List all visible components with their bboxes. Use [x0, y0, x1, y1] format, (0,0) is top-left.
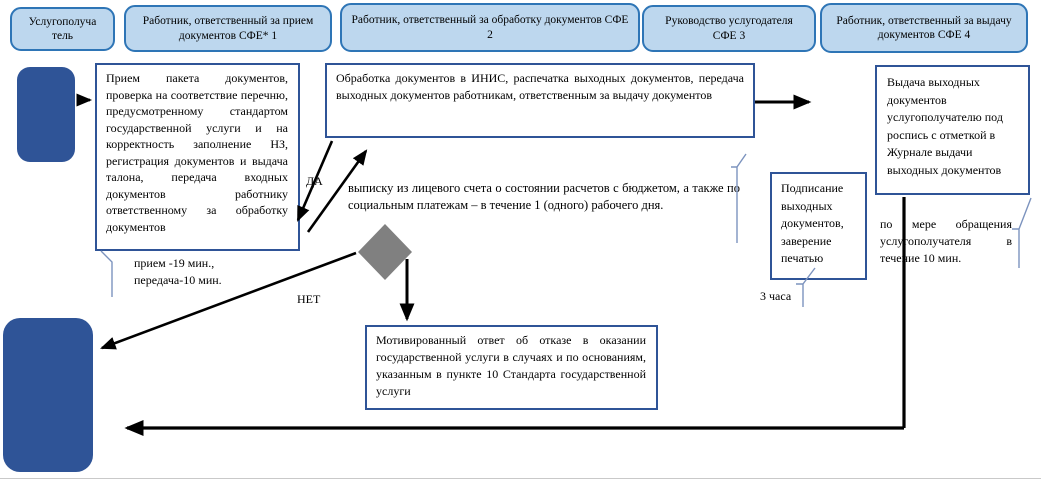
process-box-reception: Прием пакета документов, проверка на соо… — [95, 63, 300, 251]
decision-label-no: НЕТ — [297, 292, 321, 306]
start-terminator-shape — [17, 67, 75, 162]
decision-label-yes: ДА — [306, 174, 323, 188]
lane-header-service-recipient: Услугополуча тель — [10, 7, 115, 51]
note-statement-timing: выписку из лицевого счета о состоянии ра… — [348, 181, 740, 212]
lane-header-management: Руководство услугодателя СФЕ 3 — [642, 5, 816, 52]
process-box-signing: Подписание выходных документов, заверени… — [770, 172, 867, 280]
process-box-processing: Обработка документов в ИНИС, распечатка … — [325, 63, 755, 138]
lane-header-issuing-worker: Работник, ответственный за выдачу докуме… — [820, 3, 1028, 53]
callout-line-reception-note — [100, 250, 113, 297]
callout-line-issuance-note — [1012, 197, 1032, 268]
note-issuance-timing: по мере обращения услугополучателя в теч… — [880, 217, 1012, 265]
decision-diamond — [358, 224, 412, 280]
process-box-refusal: Мотивированный ответ об отказе в оказани… — [365, 325, 658, 410]
lane-header-processing-worker: Работник, ответственный за обработку док… — [340, 3, 640, 52]
lane-header-reception-worker: Работник, ответственный за прием докумен… — [124, 5, 332, 52]
process-box-issuance: Выдача выходных документов услугополучат… — [875, 65, 1030, 195]
note-signing-time: 3 часа — [760, 289, 792, 303]
note-reception-timing: прием -19 мин., передача-10 мин. — [134, 256, 222, 287]
page-bottom-border — [0, 478, 1041, 479]
end-terminator-shape — [3, 318, 93, 472]
